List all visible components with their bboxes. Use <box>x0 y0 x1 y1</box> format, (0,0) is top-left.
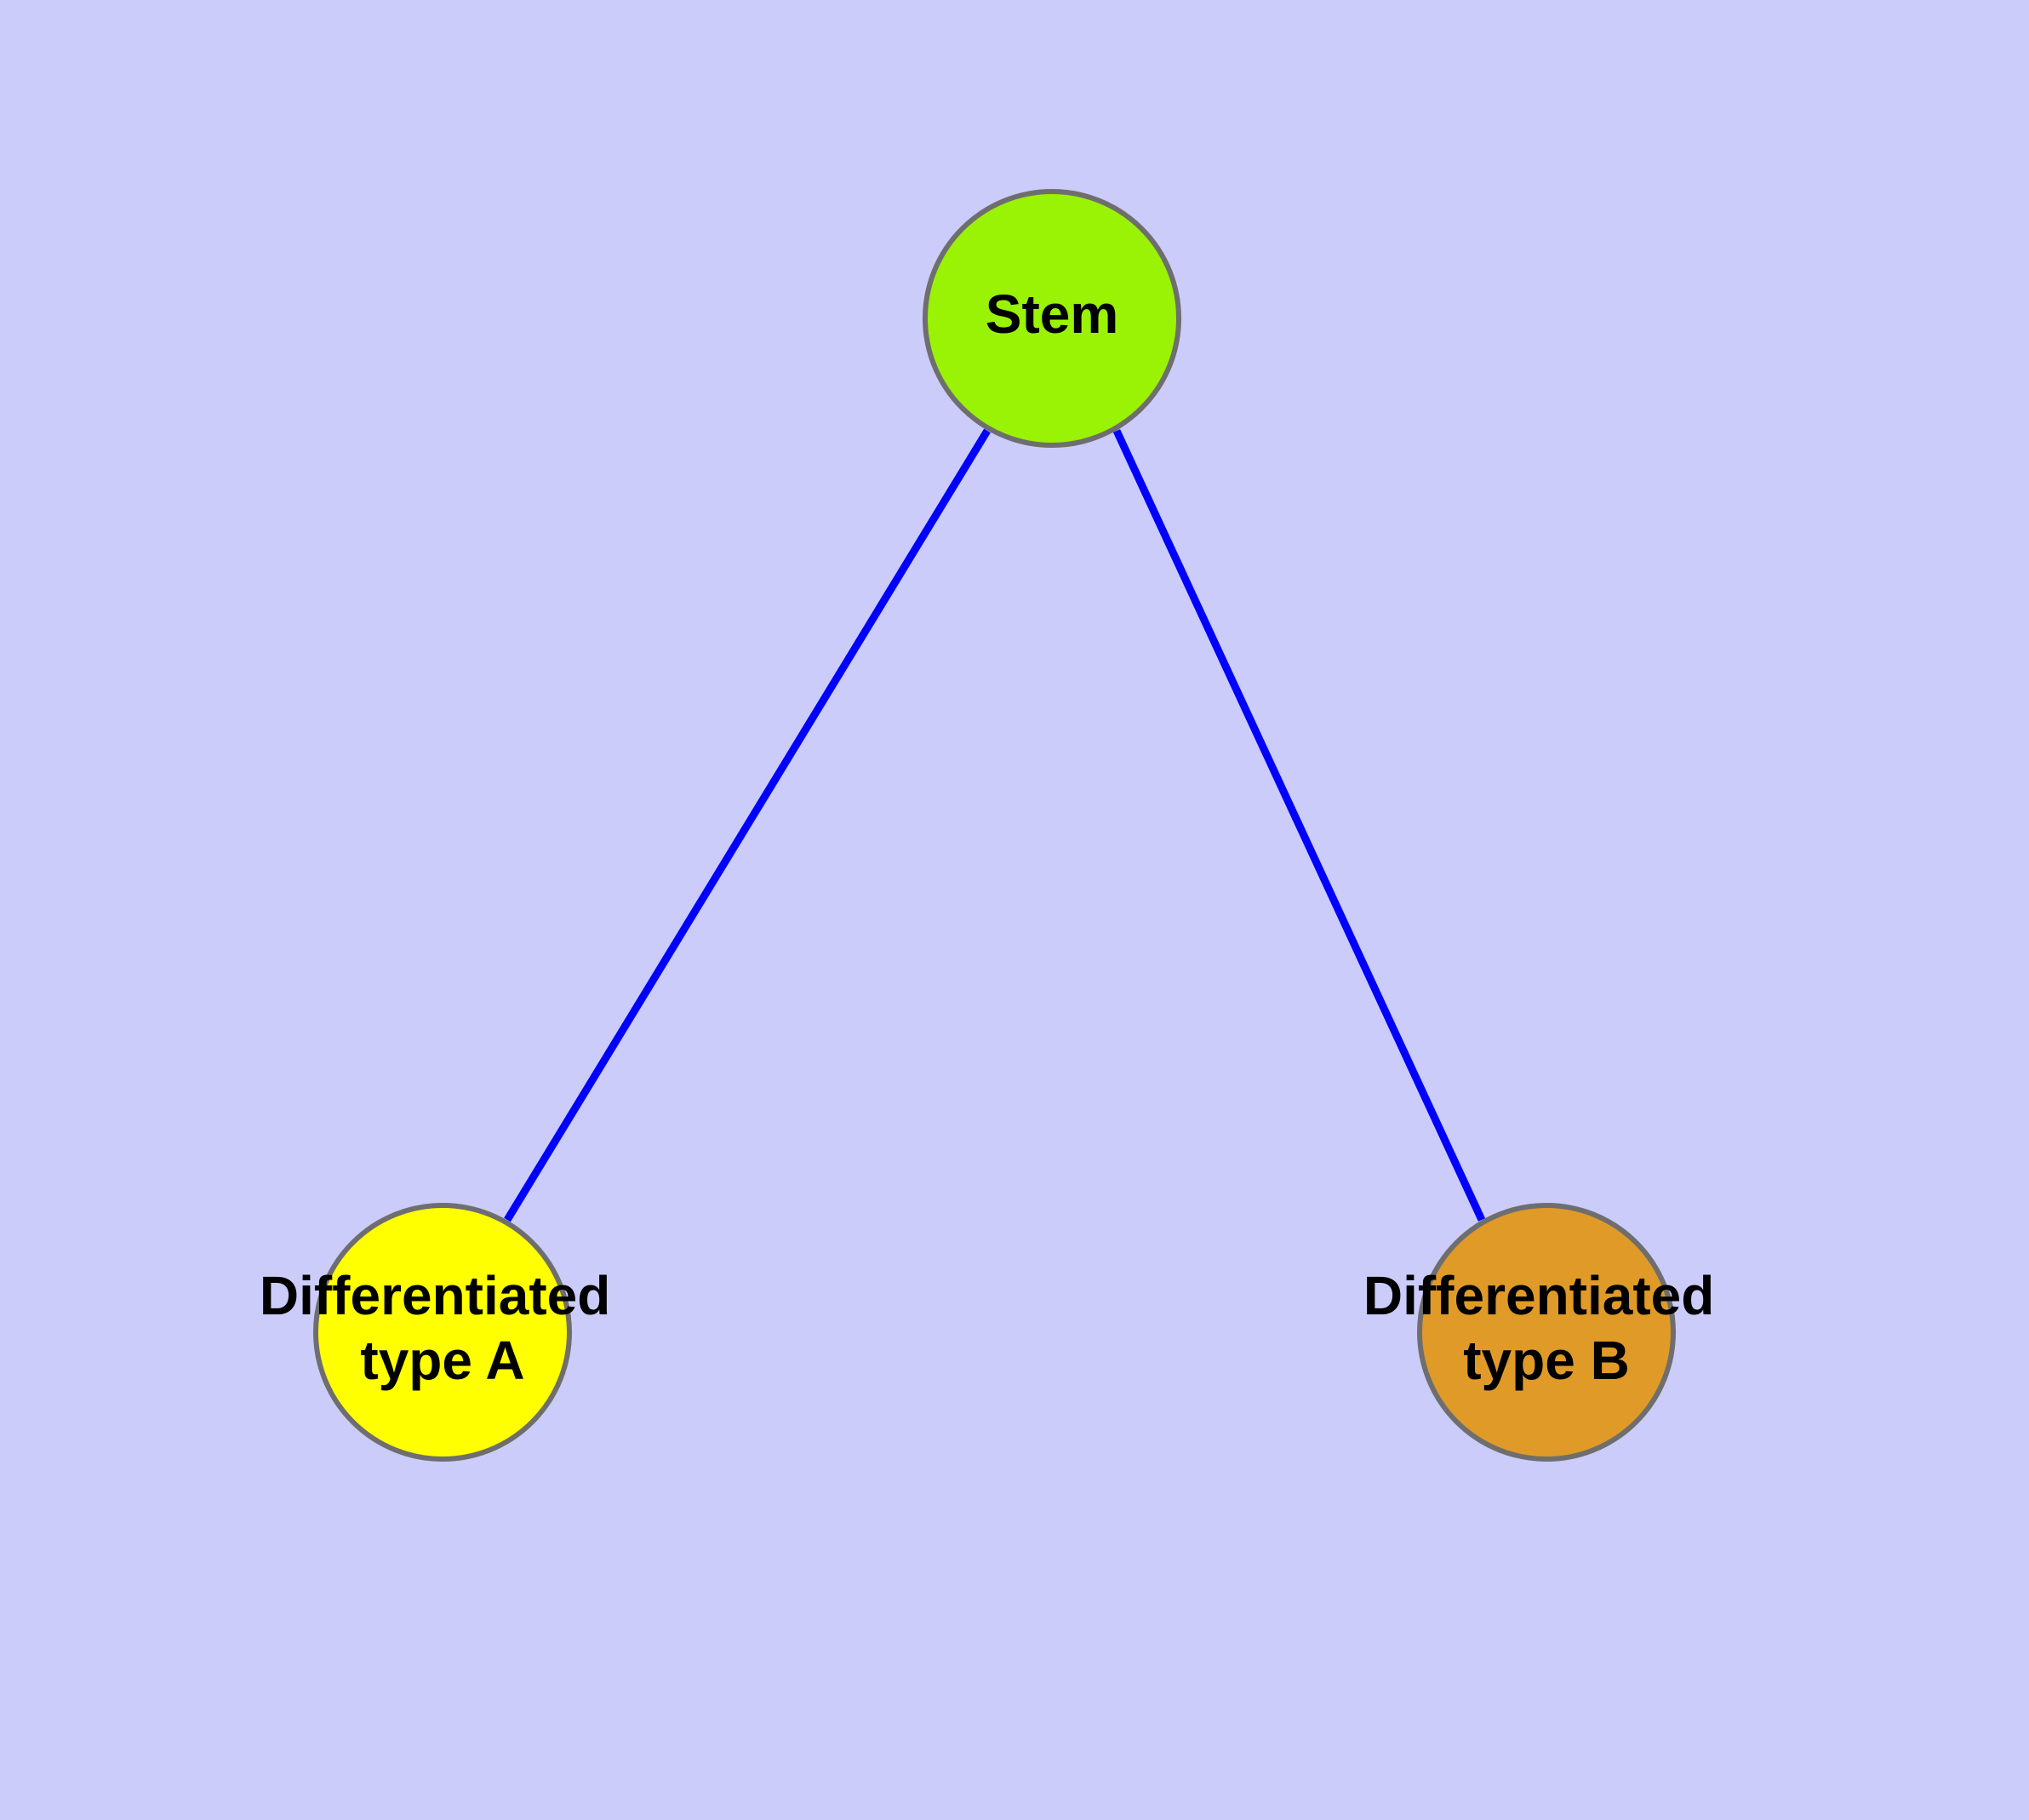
node-stem-circle[interactable] <box>923 189 1181 448</box>
node-diff-b-label: Differentiated type B <box>1363 1265 1729 1391</box>
node-diff-a-label-line-1: Differentiated <box>260 1265 611 1326</box>
node-stem[interactable] <box>923 189 1181 448</box>
node-diff-b[interactable] <box>1417 1203 1676 1462</box>
node-diff-b-circle[interactable] <box>1417 1203 1676 1462</box>
node-diff-a[interactable] <box>313 1203 572 1462</box>
node-diff-a-label-line-2: type A <box>360 1330 524 1391</box>
node-stem-label-line-1: Stem <box>986 283 1119 345</box>
edge-stem-to-diff-a[interactable] <box>504 428 991 1222</box>
edge-stem-to-diff-b[interactable] <box>1112 429 1486 1222</box>
node-diff-b-label-line-2: type B <box>1463 1330 1630 1391</box>
node-diff-b-label-line-1: Differentiated <box>1363 1265 1715 1326</box>
label-layer: Stem Differentiated type A Differentiate… <box>260 283 1729 1391</box>
node-diff-a-circle[interactable] <box>313 1203 572 1462</box>
edge-layer <box>504 428 1486 1222</box>
node-stem-label: Stem <box>986 283 1119 345</box>
node-diff-a-label: Differentiated type A <box>260 1265 626 1391</box>
